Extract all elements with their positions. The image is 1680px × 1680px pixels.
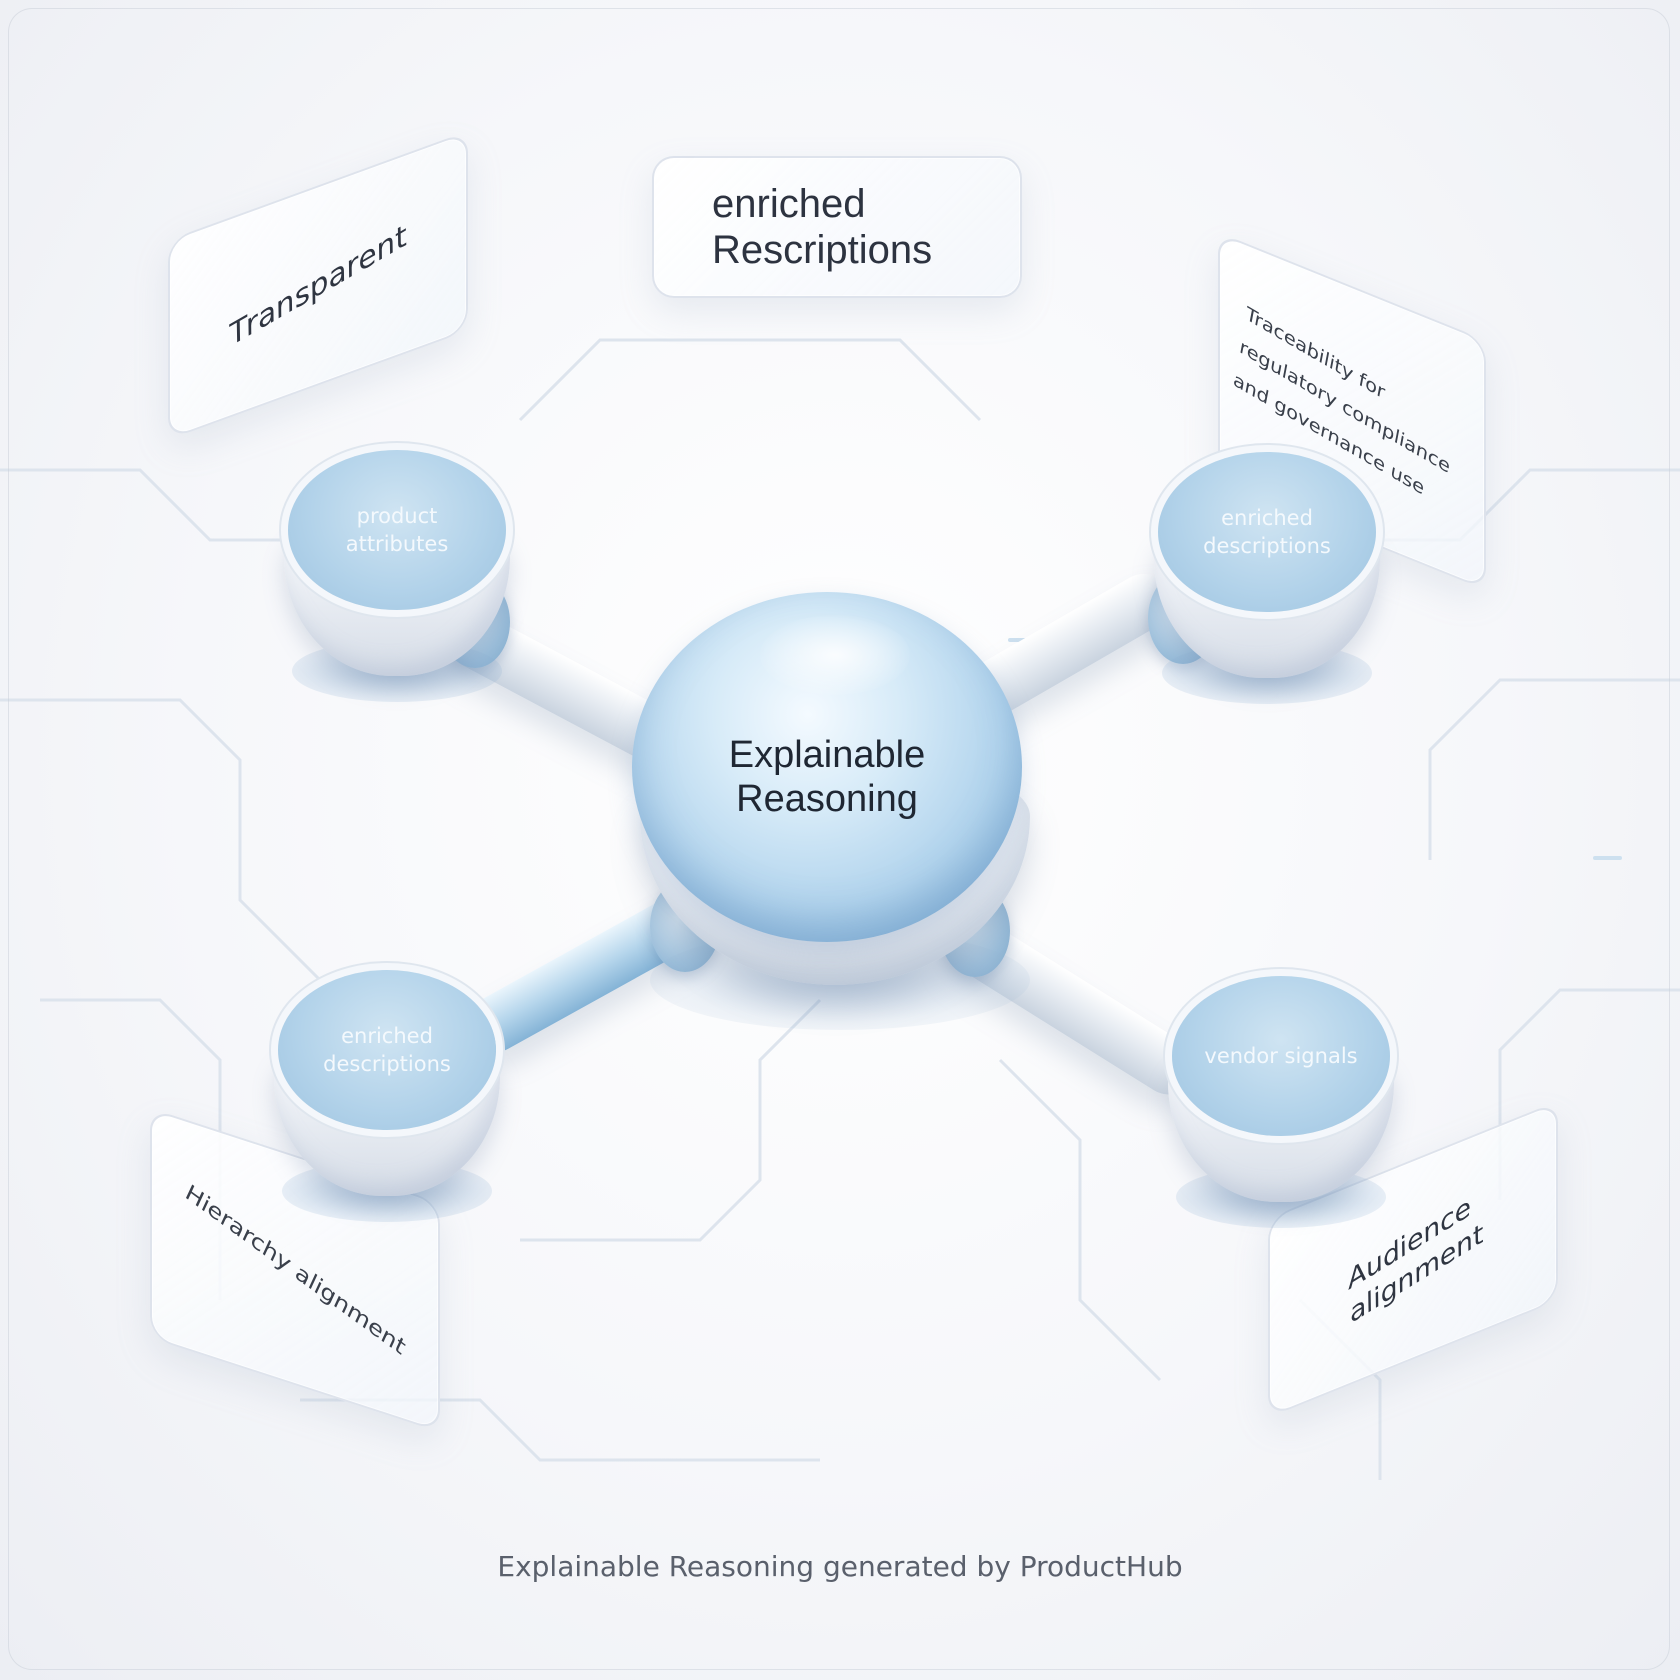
node-top-left: product attributes [282, 450, 512, 702]
caption: Explainable Reasoning generated by Produ… [497, 1550, 1183, 1583]
hub-highlight [760, 615, 910, 695]
hub-label: Explainable Reasoning [728, 734, 926, 820]
node-top-right-label: enriched descriptions [1203, 506, 1331, 558]
node-bottom-left: enriched descriptions [272, 970, 502, 1222]
panel-top-left-label: Transparent [226, 218, 410, 353]
panel-top-label: enriched Rescriptions [712, 182, 933, 272]
node-bottom-right-label: vendor signals [1204, 1044, 1358, 1068]
node-top-left-label: product attributes [345, 504, 449, 556]
node-top-right: enriched descriptions [1152, 452, 1382, 704]
node-bottom-right: vendor signals [1166, 976, 1396, 1228]
panel-enriched-rescriptions: enriched Rescriptions [652, 156, 1022, 298]
node-bottom-left-label: enriched descriptions [323, 1024, 451, 1076]
